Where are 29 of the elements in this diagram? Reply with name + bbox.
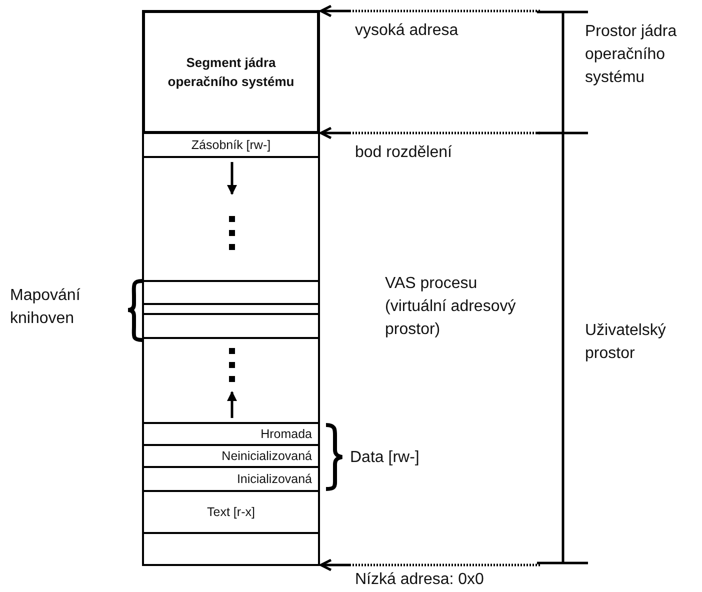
edge-label: vysoká adresa [355, 21, 460, 41]
memory-segment [142, 10, 320, 134]
arrow [320, 126, 540, 140]
memory-region [142, 156, 320, 282]
segment-label: Neinicializovaná [222, 448, 312, 465]
memory-region [142, 337, 320, 424]
segment-label: Hromada [260, 426, 312, 443]
segment-label: Inicializovaná [236, 470, 312, 488]
annotation-label: Mapování knihoven [10, 286, 82, 330]
segment-label: Zásobník [rw-] [191, 136, 271, 154]
memory-segment [142, 490, 320, 534]
segment-label: Text [r-x] [207, 504, 255, 521]
edge-label: bod rozdělení [355, 143, 453, 163]
arrow [320, 558, 540, 572]
memory-segment [142, 444, 320, 468]
arrow [320, 4, 540, 18]
memory-region [142, 313, 320, 339]
segment-label: Segment jádra operačního systému [166, 54, 296, 91]
memory-segment [142, 422, 320, 446]
memory-region [142, 303, 320, 315]
memory-segment [142, 466, 320, 492]
memory-segment [142, 132, 320, 158]
edge-label: Nízká adresa: 0x0 [355, 570, 485, 590]
memory-region [142, 532, 320, 566]
annotation-label: VAS procesu (virtuální adresový prostor) [385, 274, 517, 340]
annotation-label: Prostor jádra operačního systému [585, 22, 678, 88]
annotation-label: Data [rw-] [350, 448, 420, 468]
annotation-label: Uživatelský prostor [585, 321, 667, 364]
memory-region [142, 280, 320, 305]
